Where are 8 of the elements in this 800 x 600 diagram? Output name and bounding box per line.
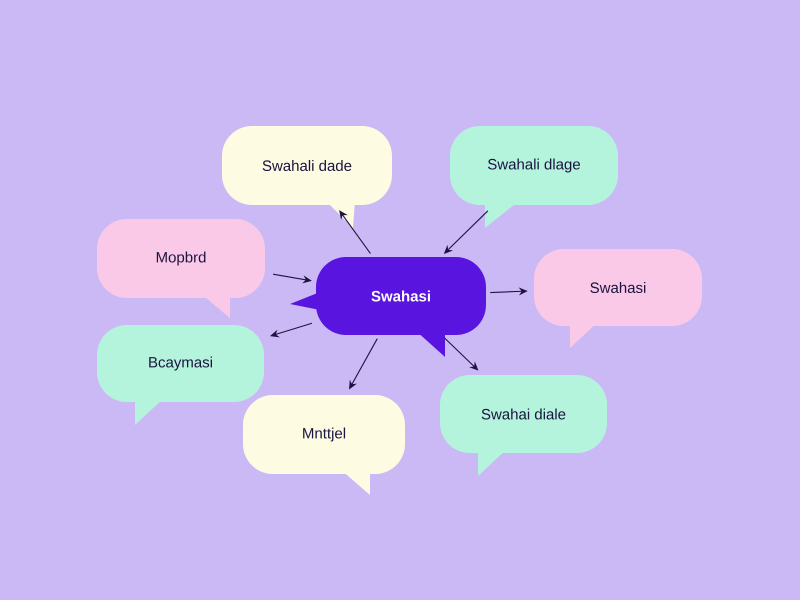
central-speech-bubble: Swahasi [290, 257, 486, 357]
speech-bubble: Swahasi [534, 249, 702, 348]
speech-bubble: Mopbrd [97, 219, 265, 318]
speech-bubble: Mnttjel [243, 395, 405, 495]
speech-bubble: Swahai diale [440, 375, 607, 476]
speech-bubble: Bcaymasi [97, 325, 264, 425]
speech-bubble: Swahali dlage [450, 126, 618, 228]
speech-bubble: Swahali dade [222, 126, 392, 228]
